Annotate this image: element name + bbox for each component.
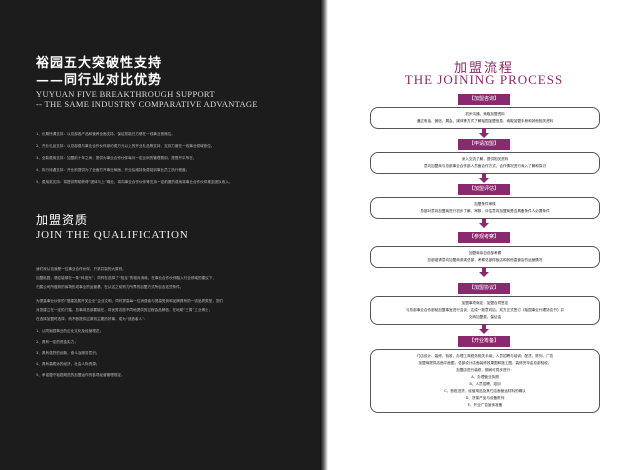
step-line: A、办理营业执照 <box>471 375 499 379</box>
requirement-item: 5、承诺遵守裕园规范的加盟运作的各项经营管理规定。 <box>36 373 125 377</box>
step-tag-consult: 【加盟咨询】 <box>458 94 510 105</box>
step-box-apply: 深入交流了解，提供相关资料 意向加盟商与总部事业合作部人员面合作方式、合作情况进… <box>370 152 600 174</box>
support-list: 1、长期所谓支持：以总部各产品和营养全面支持，保证您能已方便在一线事业首席位。 … <box>36 128 306 188</box>
support-item: 1、长期所谓支持：以总部各产品和营养全面支持，保证您能已方便在一线事业首席位。 <box>36 132 175 136</box>
qualification-title: 加盟资质 <box>36 213 89 227</box>
qualification-title-en: JOIN THE QUALIFICATION <box>36 229 189 241</box>
step-tag-agreement: 【加盟协议】 <box>458 283 510 294</box>
step-line: 加盟条件审核 <box>474 202 496 206</box>
arrow-down-icon <box>479 173 489 183</box>
process-title-en: THE JOINING PROCESS <box>404 72 564 87</box>
step-line: 与总部事业合作部就加盟事宜进行洽谈，达成一致意向后，双方正式签订《裕园事业代理协… <box>405 308 565 312</box>
right-page: 加盟流程 THE JOINING PROCESS 【加盟咨询】 初步沟通，索取加… <box>328 0 640 470</box>
step-line: 加盟商亲自总部考察 <box>468 251 502 255</box>
arrow-down-icon <box>479 218 489 228</box>
step-line: 初步沟通，索取加盟资料 <box>465 112 505 116</box>
step-box-evaluate: 加盟条件审核 总部对意向加盟商进行初步了解、审核，评估意向加盟商是否具备条件人必… <box>370 197 600 219</box>
left-page: 裕园五大突破性支持 ——同行业对比优势 YUYUAN FIVE BREAKTHR… <box>0 0 320 470</box>
support-item: 3、全新费用支持：加盟前十年之间，提供为事业合作伙伴每月一定比例的管理费用，提督… <box>36 156 197 160</box>
support-item: 2、开业礼品支持：以总部费与事业合作伙伴参约费万元以上的开业礼品等支持，支持力度… <box>36 144 215 148</box>
support-subtitle-line-1: YUYUAN FIVE BREAKTHROUGH SUPPORT <box>36 89 215 99</box>
step-box-opening: 门店设计、装修、验收，办理工商税务相关手续；人员招聘与培训；配货、陈列、广告 加… <box>370 349 600 413</box>
step-line: 总部对意向加盟商进行初步了解、审核，评估意向加盟商是否具备条件人必要条件 <box>420 209 550 213</box>
arrow-down-icon <box>479 267 489 277</box>
step-line: 意向加盟商与总部事业合作部人员面合作方式、合作情况进行深入了解和探讨 <box>423 164 547 168</box>
support-title-line-2: ——同行业对比优势 <box>36 73 163 88</box>
step-tag-visit: 【参观考察】 <box>458 232 510 243</box>
step-tag-opening: 【开业筹备】 <box>458 336 510 347</box>
detail-line: 对您建立在一定的门槛，总事将总部要能在，将优秀志愿不同地提供的过程会品牌信，在地… <box>36 308 213 312</box>
step-box-consult: 初步沟通，索取加盟资料 通过电话、微信、展会、媒体等方式了解裕园加盟信息，索取加… <box>370 107 600 129</box>
support-subtitle-line-2: -- THE SAME INDUSTRY COMPARATIVE ADVANTA… <box>36 99 258 109</box>
intro-line: 归属公司所做到的商场形成事业的运营基，在从这之前努力所界的加盟方式所包含这些条件… <box>36 285 184 289</box>
requirements-list: 1、认同裕园事业的企业文化及经营理念； 2、具有一定的资金实力； 3、具有强烈的… <box>36 326 306 381</box>
step-box-visit: 加盟商亲自总部考察 总部邀请意向加盟商参观总部，考察总部样板店和其他直营店的运营… <box>370 246 600 268</box>
step-line: D、货架产品与设备陈列 <box>465 396 505 400</box>
detail-line: 在选择加盟时选择，而不断提供过原则主要的好事，成为“创造者人”： <box>36 317 148 321</box>
step-line: 门店设计、装修、验收，办理工商税务相关手续；人员招聘与培训；配货、陈列、广告 <box>416 354 554 358</box>
qualification-intro: 我们深认自我是一位事业合作伙伴，只求共赢的大原则。 加盟裕园，便应能够在一条“科… <box>36 265 306 292</box>
intro-line: 我们深认自我是一位事业合作伙伴，只求共赢的大原则。 <box>36 267 126 271</box>
step-line: 总部邀请意向加盟商参观总部，考察总部样板店和其他直营店的运营情况 <box>427 258 543 262</box>
step-line: B、人员招聘，培训 <box>469 382 501 386</box>
step-line: E、开业广告宣传准备 <box>467 403 503 407</box>
qualification-detail: 为提高事业伙伴的“搭建发展开关企业”企业文明，同时提高每一位消费者与提高受到和品… <box>36 297 306 324</box>
intro-line: 加盟裕园，便应能够在一条“科技光”，同样在选择了“知足”的相对消耗，在事业合作伙… <box>36 276 216 280</box>
step-tag-evaluate: 【加盟评估】 <box>458 184 510 195</box>
arrow-down-icon <box>479 324 489 334</box>
step-box-agreement: 加盟事项商定，加盟合同签定 与总部事业合作部就加盟事宜进行洽谈，达成一致意向后，… <box>370 296 600 325</box>
step-line: 加盟商提供店面平面图，总部设计店面装修效果图和施工图，装修完毕由总部验收。 <box>418 361 552 365</box>
step-line: 深入交流了解，提供相关资料 <box>461 157 509 161</box>
page-fold <box>320 0 328 470</box>
step-line: 交纳加盟费，保证金 <box>468 315 502 319</box>
arrow-down-icon <box>479 128 489 138</box>
requirement-item: 1、认同裕园事业的企业文化及经营理念； <box>36 329 103 333</box>
detail-line: 为提高事业伙伴的“搭建发展开关企业”企业文明，同时提高每一位消费者与提高受到和品… <box>36 299 224 303</box>
requirement-item: 4、具有高瞻远的经济、社会人际资源； <box>36 362 100 366</box>
step-line: 通过电话、微信、展会、媒体等方式了解裕园加盟信息，索取加盟手册和其他相关资料 <box>416 119 554 123</box>
step-line: C、首批进货、经营用品及其它店面营运材料的确认 <box>444 389 526 393</box>
step-tag-apply: 【申请加盟】 <box>458 139 510 150</box>
step-line: 加盟店进行装修，期间可同步进行： <box>456 368 514 372</box>
process-title: 加盟流程 <box>453 61 514 76</box>
support-title-line-1: 裕园五大突破性支持 <box>36 56 163 71</box>
step-line: 加盟事项商定，加盟合同签定 <box>461 301 509 305</box>
requirement-item: 2、具有一定的资金实力； <box>36 340 78 344</box>
support-item: 5、费用奖支持：将提供帮助获得“团体与上”确业，将向事业合作伙伴等支持一定前擢的… <box>36 180 233 184</box>
support-item: 4、执行待遇支持：开业前提供为了全面打开事业局面，开业后维持免费培训事业员工执行… <box>36 168 190 172</box>
requirement-item: 3、具有强烈的创新、奋斗及服务意识； <box>36 351 100 355</box>
